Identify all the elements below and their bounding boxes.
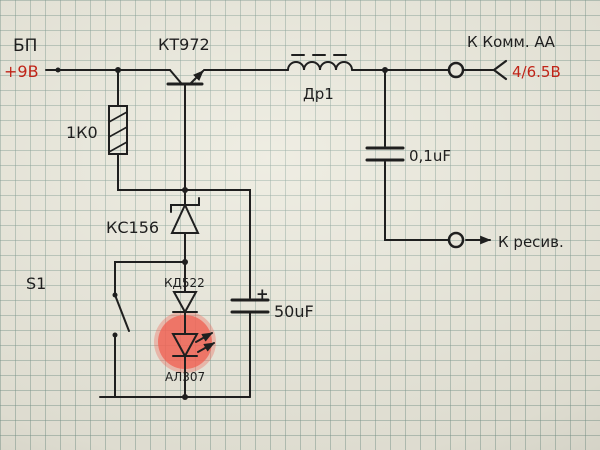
terminal-receiver bbox=[447, 231, 465, 249]
comm-arrow-chevron bbox=[492, 59, 508, 81]
resistor-symbol bbox=[108, 105, 128, 155]
inductor-symbol bbox=[287, 54, 353, 71]
power-supply-label: БП bbox=[13, 36, 37, 56]
electrolytic-cap-label: 50uF bbox=[274, 302, 314, 321]
transistor-label: КТ972 bbox=[158, 35, 210, 54]
electrolytic-cap-symbol bbox=[230, 298, 270, 314]
junction-dots bbox=[55, 67, 388, 400]
receiver-label: К ресив. bbox=[498, 233, 564, 251]
junction-dot bbox=[382, 67, 388, 73]
diode-label: КД522 bbox=[164, 276, 205, 290]
junction-dot bbox=[182, 259, 188, 265]
comm-output-label: К Комм. АА bbox=[467, 33, 556, 51]
led-highlight bbox=[154, 311, 216, 373]
transistor-emitter bbox=[190, 70, 204, 84]
transistor-collector bbox=[169, 69, 182, 84]
junction-dot bbox=[55, 67, 61, 73]
wires bbox=[45, 69, 495, 398]
terminal-comm bbox=[447, 61, 465, 79]
output-voltage-label: 4/6.5В bbox=[512, 63, 561, 81]
input-voltage-label: +9В bbox=[4, 62, 39, 81]
transistor-symbol bbox=[166, 69, 204, 86]
zener-triangle bbox=[170, 202, 200, 234]
resistor-hatch bbox=[108, 111, 128, 153]
diode-triangle bbox=[172, 291, 198, 315]
resistor-label: 1К0 bbox=[66, 123, 98, 142]
junction-dot bbox=[182, 187, 188, 193]
wire-switch-branch bbox=[114, 261, 186, 294]
wire-receiver-branch bbox=[384, 161, 450, 241]
inductor-coil bbox=[287, 61, 353, 71]
cap-polarity-label: + bbox=[256, 285, 269, 303]
filter-cap-symbol bbox=[365, 146, 405, 162]
led-triangle bbox=[171, 333, 199, 359]
led-ray bbox=[195, 332, 213, 343]
led-symbol bbox=[171, 332, 215, 359]
led-label: АЛ307 bbox=[165, 370, 205, 384]
zener-symbol bbox=[170, 197, 200, 234]
junction-dot bbox=[115, 67, 121, 73]
switch-contact bbox=[112, 332, 118, 338]
resistor-body bbox=[108, 105, 128, 155]
filter-cap-label: 0,1uF bbox=[409, 147, 451, 165]
inductor-label: Др1 bbox=[303, 85, 334, 103]
zener-label: КС156 bbox=[106, 218, 159, 237]
led-ray bbox=[197, 342, 215, 353]
diode-symbol bbox=[172, 291, 198, 315]
junction-dot bbox=[182, 394, 188, 400]
switch-symbol bbox=[112, 292, 130, 338]
switch-lever bbox=[114, 294, 130, 332]
switch-label: S1 bbox=[26, 274, 46, 293]
